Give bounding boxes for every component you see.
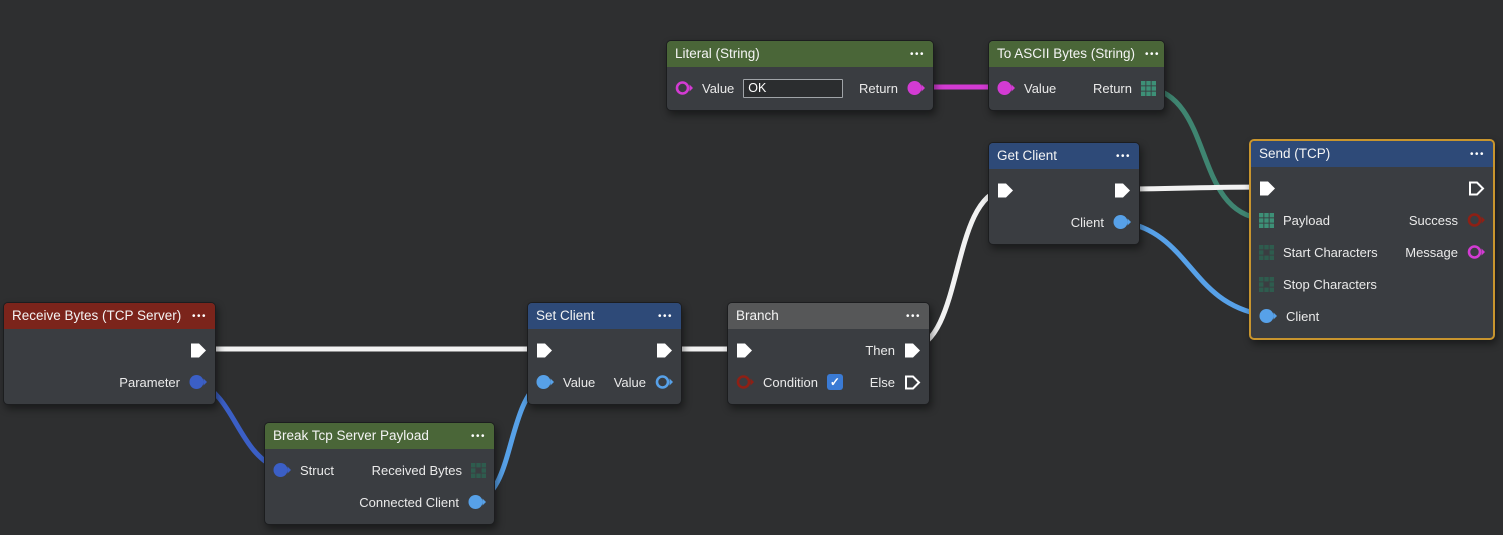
wire-client-getclient-to-send[interactable] — [1116, 218, 1266, 318]
pin-label-stop-characters: Stop Characters — [1283, 276, 1377, 292]
node-to-ascii-bytes[interactable]: To ASCII Bytes (String) ••• Value Return — [988, 40, 1165, 111]
pin-exec-output-icon[interactable] — [190, 342, 207, 359]
pin-exec-input-icon[interactable] — [736, 342, 753, 359]
pin-label-value: Value — [1024, 80, 1057, 96]
pin-client-output-icon[interactable] — [655, 374, 673, 390]
pin-bool-input-icon[interactable] — [736, 374, 754, 390]
node-title: Receive Bytes (TCP Server) — [12, 308, 182, 324]
node-menu-icon[interactable]: ••• — [191, 310, 207, 322]
pin-exec-output-icon[interactable] — [1468, 180, 1485, 197]
node-header[interactable]: Send (TCP) ••• — [1251, 141, 1493, 167]
pin-label-success: Success — [1408, 212, 1458, 228]
literal-value-input[interactable] — [743, 78, 844, 98]
pin-label-payload: Payload — [1283, 212, 1330, 228]
pin-exec-input-icon[interactable] — [536, 342, 553, 359]
pin-string-output-icon[interactable] — [1467, 244, 1485, 260]
node-title: Get Client — [997, 148, 1058, 164]
pin-exec-output-icon[interactable] — [904, 374, 921, 391]
pin-exec-output-icon[interactable] — [656, 342, 673, 359]
node-header[interactable]: Literal (String) ••• — [667, 41, 933, 67]
node-title: To ASCII Bytes (String) — [997, 46, 1136, 62]
node-menu-icon[interactable]: ••• — [1469, 148, 1485, 160]
pin-label-start-characters: Start Characters — [1283, 244, 1378, 260]
node-get-client[interactable]: Get Client ••• Client — [988, 142, 1140, 245]
pin-label-else: Else — [869, 374, 895, 390]
pin-exec-input-icon[interactable] — [997, 182, 1014, 199]
pin-exec-output-icon[interactable] — [1114, 182, 1131, 199]
node-header[interactable]: Set Client ••• — [528, 303, 681, 329]
node-header[interactable]: Branch ••• — [728, 303, 929, 329]
pin-label-struct: Struct — [300, 462, 334, 478]
node-header[interactable]: Get Client ••• — [989, 143, 1139, 169]
pin-struct-output-icon[interactable] — [189, 374, 207, 390]
node-menu-icon[interactable]: ••• — [909, 48, 925, 60]
wire-exec-getclient-to-send[interactable] — [1118, 184, 1269, 192]
pin-string-input-icon[interactable] — [675, 80, 693, 96]
condition-checkbox[interactable]: ✓ — [826, 374, 843, 390]
node-title: Send (TCP) — [1259, 146, 1331, 162]
pin-label-client: Client — [1286, 308, 1320, 324]
pin-exec-input-icon[interactable] — [1259, 180, 1276, 197]
pin-bytes-output-icon[interactable] — [1141, 80, 1156, 96]
pin-label-return: Return — [1092, 80, 1132, 96]
pin-label-client: Client — [1070, 214, 1104, 230]
node-title: Literal (String) — [675, 46, 760, 62]
pin-client-output-icon[interactable] — [1113, 214, 1131, 230]
pin-label-parameter: Parameter — [119, 374, 180, 390]
pin-label-then: Then — [865, 342, 895, 358]
pin-label-connected-client: Connected Client — [359, 494, 459, 510]
node-branch[interactable]: Branch ••• Then Condition — [727, 302, 930, 405]
pin-label-value-in: Value — [563, 374, 596, 390]
node-menu-icon[interactable]: ••• — [905, 310, 921, 322]
pin-client-output-icon[interactable] — [468, 494, 486, 510]
pin-label-return: Return — [858, 80, 898, 96]
pin-bytes-input-icon[interactable] — [1259, 276, 1274, 292]
node-send-tcp[interactable]: Send (TCP) ••• — [1249, 139, 1495, 340]
node-header[interactable]: To ASCII Bytes (String) ••• — [989, 41, 1164, 67]
node-header[interactable]: Break Tcp Server Payload ••• — [265, 423, 494, 449]
pin-bytes-input-icon[interactable] — [1259, 212, 1274, 228]
pin-label-value-out: Value — [613, 374, 646, 390]
node-menu-icon[interactable]: ••• — [470, 430, 486, 442]
node-set-client[interactable]: Set Client ••• Value — [527, 302, 682, 405]
node-header[interactable]: Receive Bytes (TCP Server) ••• — [4, 303, 215, 329]
node-break-tcp-server-payload[interactable]: Break Tcp Server Payload ••• Struct Rece… — [264, 422, 495, 525]
pin-label-message: Message — [1405, 244, 1458, 260]
pin-client-input-icon[interactable] — [1259, 308, 1277, 324]
pin-bool-output-icon[interactable] — [1467, 212, 1485, 228]
node-menu-icon[interactable]: ••• — [1145, 48, 1161, 60]
pin-struct-input-icon[interactable] — [273, 462, 291, 478]
pin-bytes-output-icon[interactable] — [471, 462, 486, 478]
node-receive-bytes-tcp-server[interactable]: Receive Bytes (TCP Server) ••• Parameter — [3, 302, 216, 405]
pin-label-condition: Condition — [763, 374, 818, 390]
pin-exec-output-icon[interactable] — [904, 342, 921, 359]
pin-string-output-icon[interactable] — [907, 80, 925, 96]
node-literal-string[interactable]: Literal (String) ••• Value Return — [666, 40, 934, 111]
pin-string-input-icon[interactable] — [997, 80, 1015, 96]
node-title: Break Tcp Server Payload — [273, 428, 429, 444]
wire-bytes-ascii-to-payload[interactable] — [1144, 84, 1266, 222]
node-title: Branch — [736, 308, 779, 324]
pin-label-received-bytes: Received Bytes — [371, 462, 462, 478]
pin-label-value: Value — [702, 80, 735, 96]
node-menu-icon[interactable]: ••• — [1115, 150, 1131, 162]
node-menu-icon[interactable]: ••• — [657, 310, 673, 322]
pin-client-input-icon[interactable] — [536, 374, 554, 390]
pin-bytes-input-icon[interactable] — [1259, 244, 1274, 260]
node-title: Set Client — [536, 308, 595, 324]
